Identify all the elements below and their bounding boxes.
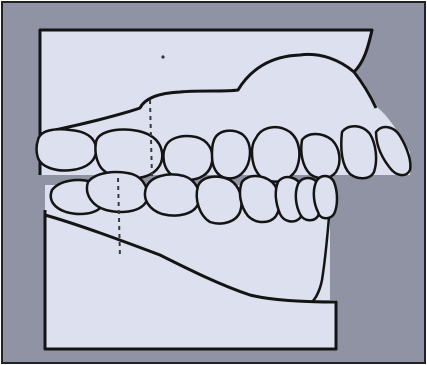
upper-premolar-1 [252, 127, 299, 181]
upper-lateral-incisor [341, 126, 376, 178]
upper-molar-3 [37, 129, 97, 170]
upper-molar-2 [95, 130, 162, 179]
lower-central-incisor [314, 176, 337, 218]
upper-canine [301, 134, 339, 178]
lower-premolar-2 [197, 177, 242, 224]
cast-speck [161, 55, 164, 58]
lower-premolar-1 [240, 176, 279, 222]
upper-premolar-2 [212, 131, 250, 179]
lower-molar-1 [145, 175, 199, 216]
